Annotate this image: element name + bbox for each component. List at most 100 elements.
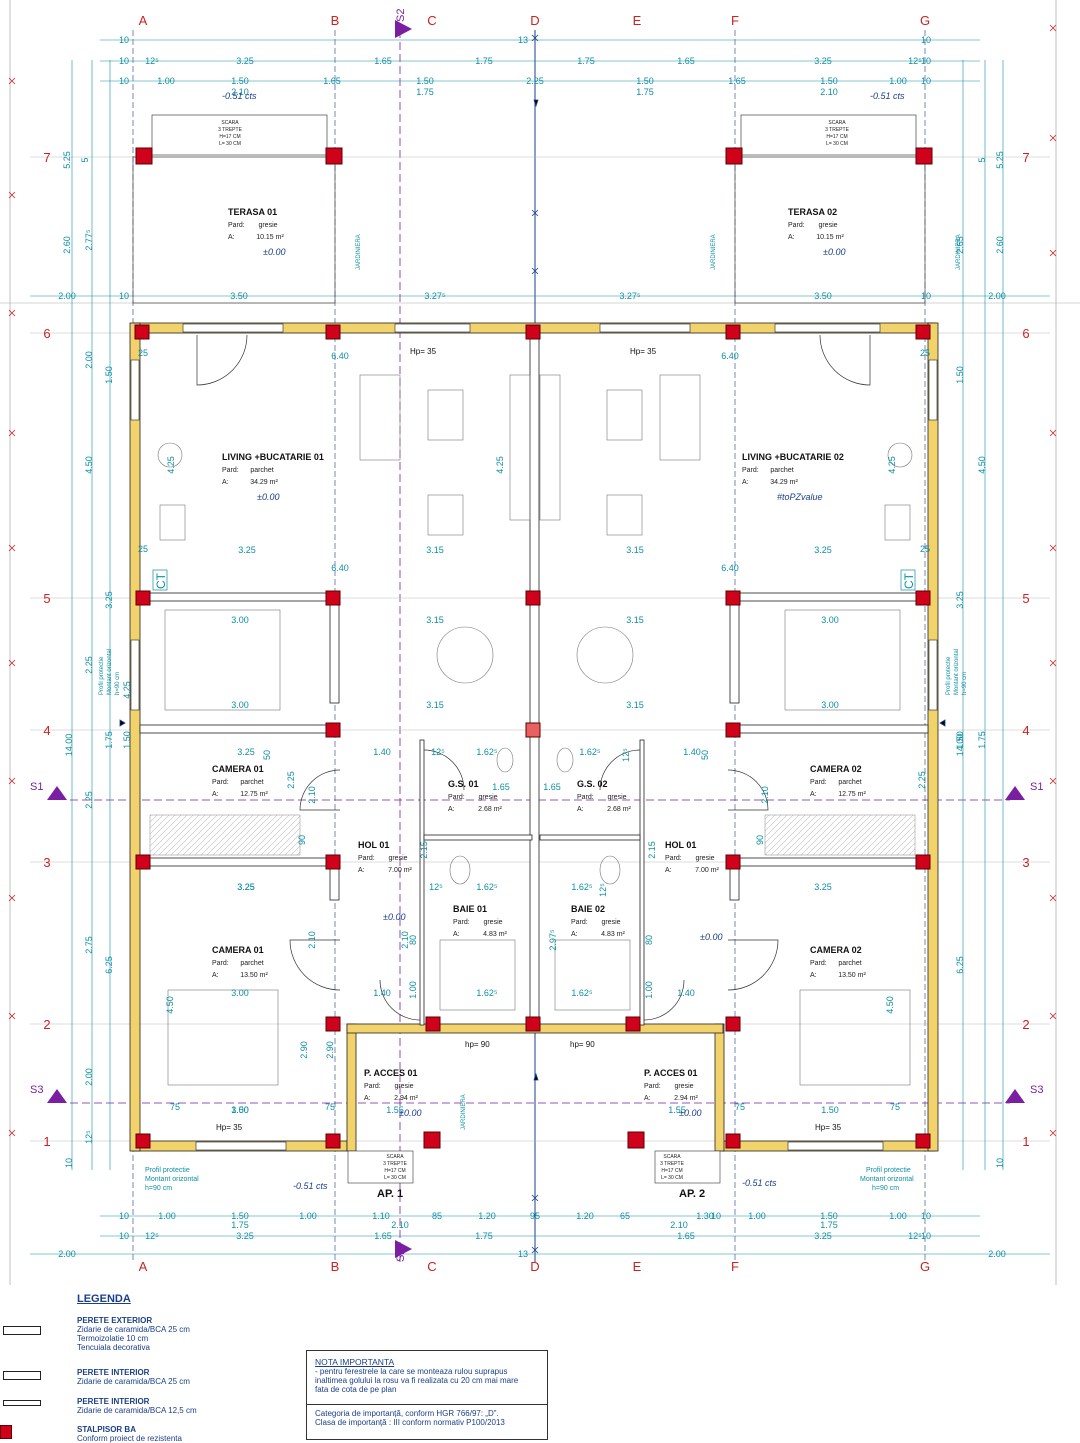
axis-label: F <box>731 1259 739 1274</box>
section-s1-left: S1 <box>30 781 43 793</box>
jardiniera-label: JARDINIERA <box>711 234 717 270</box>
dimension-text: 1.75 <box>104 731 114 749</box>
dimension-text: 1.75 <box>820 1220 838 1230</box>
dimension-text: 1.20 <box>478 1211 496 1221</box>
dimension-text: 1.30 <box>696 1211 714 1221</box>
legend-item-title: PERETE EXTERIOR <box>77 1316 153 1325</box>
dimension-text: 6.25 <box>955 956 965 974</box>
room-name: BAIE 01 <box>453 904 487 914</box>
dimension-text: 1.50 <box>231 1211 249 1221</box>
legend-item-interior-wall-12: PERETE INTERIOR Zidarie de caramida/BCA … <box>3 1397 307 1415</box>
dimension-text: 10 <box>921 35 931 45</box>
dimension-text: 2.10 <box>400 931 410 949</box>
room-floor-label: Pard: <box>448 794 465 801</box>
legend-item-title: STALPISOR BA <box>77 1425 136 1434</box>
room-floor: parchet <box>838 779 861 786</box>
dimension-text: 1.50 <box>821 1105 839 1115</box>
apartment-tags: AP. 1 AP. 2 <box>377 1188 705 1200</box>
dimension-text: 2.25 <box>526 76 544 86</box>
dimension-text: 3.50 <box>814 291 832 301</box>
dimension-text: 1.40 <box>683 747 701 757</box>
room-floor-label: Pard: <box>810 779 827 786</box>
dimension-text: 2.00 <box>58 1249 76 1259</box>
room-floor: parchet <box>240 779 263 786</box>
axis-d-marks <box>531 34 539 1254</box>
room-name: BAIE 02 <box>571 904 605 914</box>
room-area: 10.15 m² <box>816 234 844 241</box>
room-floor: gresie <box>258 222 277 229</box>
room-floor: gresie <box>818 222 837 229</box>
axis-label: G <box>920 1259 930 1274</box>
dimension-text: 2.00 <box>988 291 1006 301</box>
dim-arrows <box>119 99 946 1081</box>
dimension-text: 2.25 <box>286 771 296 789</box>
room-area: 10.15 m² <box>256 234 284 241</box>
room-area-label: A: <box>644 1095 651 1102</box>
dimension-text: 2.60 <box>62 236 72 254</box>
room-area: 13.50 m² <box>240 972 268 979</box>
dimension-text: 2.10 <box>820 87 838 97</box>
room-floor: gresie <box>695 855 714 862</box>
axis-label: B <box>331 1259 340 1274</box>
dimension-text: 6.40 <box>721 563 739 573</box>
room-area: 12.75 m² <box>838 791 866 798</box>
dimension-text: 1.00 <box>158 1211 176 1221</box>
apartment-tag-1: AP. 1 <box>377 1188 403 1200</box>
note-title: NOTA IMPORTANTA <box>315 1357 395 1367</box>
dimension-text: 1.50 <box>416 76 434 86</box>
axis-label: C <box>427 1259 436 1274</box>
dimension-text: 1.50 <box>122 731 132 749</box>
room-area-label: A: <box>571 931 578 938</box>
room-area: 34.29 m² <box>250 479 278 486</box>
dimension-text: 3.25 <box>814 882 832 892</box>
room-area-label: A: <box>665 867 672 874</box>
dimension-text: 1.65 <box>374 1231 392 1241</box>
room-area: 13.50 m² <box>838 972 866 979</box>
dimension-text: 2.10 <box>760 786 770 804</box>
room-area: 34.29 m² <box>770 479 798 486</box>
dimension-text: 3.25 <box>814 545 832 555</box>
dimension-text: 6.40 <box>331 351 349 361</box>
dimension-text: 10 <box>921 76 931 86</box>
stair-l: L= 30 CM <box>384 1175 406 1181</box>
axis-label: C <box>427 13 436 28</box>
dimension-text: 25 <box>138 348 148 358</box>
legend-item-interior-wall-25: PERETE INTERIOR Zidarie de caramida/BCA … <box>3 1368 307 1386</box>
dimension-text: 3.00 <box>231 988 249 998</box>
dimension-text: 2.10 <box>391 1220 409 1230</box>
stair-h: H=17 CM <box>384 1168 405 1174</box>
dimension-text: 10 <box>921 56 931 66</box>
profil-bottom-l1: Profil protectie <box>866 1167 911 1174</box>
dimension-text: 1.65 <box>492 782 510 792</box>
dimension-text: 2.00 <box>84 1068 94 1086</box>
stair-steps: 3 TREPTE <box>383 1161 407 1167</box>
dimension-lines <box>30 39 1050 1255</box>
dimension-text: 75 <box>735 1102 745 1112</box>
window-heights: Hp= 35 Hp= 35 Hp= 35 Hp= 35 hp= 90 hp= 9… <box>216 347 842 1132</box>
dimension-text: 2.25 <box>84 656 94 674</box>
dimension-text: 6.25 <box>104 956 114 974</box>
room-area-label: A: <box>358 867 365 874</box>
dimension-text: 75 <box>890 1102 900 1112</box>
level-ext-top-right: -0.51 cts <box>870 91 905 101</box>
room-floor: gresie <box>394 1083 413 1090</box>
room-area: 7.00 m² <box>388 867 412 874</box>
axis-label: 3 <box>1022 855 1029 870</box>
note-line: inaltimea golului la rosu va fi realizat… <box>315 1376 519 1385</box>
dimension-text: 3.50 <box>230 291 248 301</box>
room-area: 7.00 m² <box>695 867 719 874</box>
dimension-text: 1.50 <box>820 76 838 86</box>
terrace-outlines <box>132 114 926 304</box>
tick-marks <box>8 24 1057 1137</box>
profil-bottom-l1: Profil protectie <box>145 1167 190 1174</box>
dimension-text: 2.75 <box>84 936 94 954</box>
axis-label: 6 <box>1022 326 1029 341</box>
montant-label: Montant orizontal <box>107 649 113 695</box>
room-area: 12.75 m² <box>240 791 268 798</box>
dimension-text: 3.25 <box>104 591 114 609</box>
interior-walls <box>139 332 929 1026</box>
dimension-text: 1.50 <box>955 366 965 384</box>
axis-label: 7 <box>1022 150 1029 165</box>
